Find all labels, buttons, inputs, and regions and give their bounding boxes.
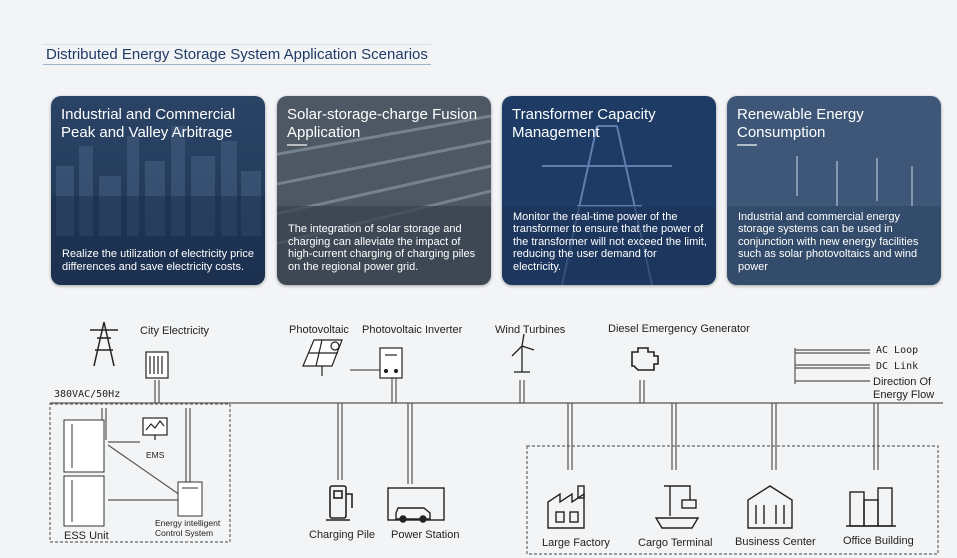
monitor-icon [142, 417, 168, 440]
transformer-tower-image [502, 96, 716, 285]
card-title: Solar-storage-charge Fusion Application [287, 106, 478, 141]
energy-control-label-2: Control System [155, 528, 214, 538]
ess-unit-label: ESS Unit [64, 530, 109, 542]
solar-panel-icon [302, 339, 343, 376]
business-center-label: Business Center [735, 536, 816, 548]
power-tower-icon [90, 321, 118, 367]
control-cabinet-icon [177, 481, 203, 517]
engine-icon [631, 347, 659, 371]
photovoltaic-label: Photovoltaic [289, 324, 349, 336]
factory-icon [547, 485, 585, 529]
car-garage-icon [387, 487, 445, 523]
pv-inverter-label: Photovoltaic Inverter [362, 324, 463, 336]
title-underline [737, 144, 757, 146]
wind-farm-image [727, 96, 941, 285]
solar-carport-image [277, 96, 491, 285]
crane-ship-icon [654, 485, 700, 529]
inverter-icon [379, 347, 403, 379]
scenario-card-solar-storage[interactable]: Solar-storage-charge Fusion Application … [277, 96, 491, 285]
ems-label: EMS [146, 450, 165, 460]
scenario-card-transformer[interactable]: Transformer Capacity Management Monitor … [502, 96, 716, 285]
voltage-label: 380VAC/50Hz [54, 389, 121, 400]
card-description: Monitor the real-time power of the trans… [513, 210, 707, 273]
card-description: Industrial and commercial energy storage… [738, 210, 919, 273]
charging-pile-label: Charging Pile [309, 529, 376, 541]
energy-control-label-1: Energy intelligent [155, 518, 221, 528]
wind-turbine-icon [511, 333, 535, 373]
diesel-generator-label: Diesel Emergency Generator [608, 323, 750, 335]
power-station-label: Power Station [391, 529, 460, 541]
legend-ac-loop: AC Loop [876, 345, 919, 356]
battery-cabinet-icon [63, 419, 105, 527]
page-title: Distributed Energy Storage System Applic… [43, 44, 431, 65]
card-description: Realize the utilization of electricity p… [62, 248, 254, 273]
business-building-icon [747, 485, 793, 529]
card-description: The integration of solar storage and cha… [288, 223, 476, 273]
city-electricity-label: City Electricity [140, 325, 210, 337]
legend-direction-1: Direction Of [873, 376, 932, 388]
scenario-card-peak-valley[interactable]: Industrial and Commercial Peak and Valle… [51, 96, 265, 285]
transformer-icon [145, 351, 169, 379]
cargo-terminal-label: Cargo Terminal [638, 537, 713, 549]
scenario-card-renewable[interactable]: Renewable Energy Consumption Industrial … [727, 96, 941, 285]
card-title: Transformer Capacity Management [512, 106, 656, 141]
office-building-icon [846, 487, 896, 527]
title-underline [287, 144, 307, 146]
charging-pile-icon [326, 485, 353, 521]
city-skyline-image [51, 96, 265, 285]
card-title: Industrial and Commercial Peak and Valle… [61, 106, 236, 141]
card-title: Renewable Energy Consumption [737, 106, 864, 141]
legend-dc-link: DC Link [876, 361, 919, 372]
legend-direction-2: Energy Flow [873, 389, 935, 401]
large-factory-label: Large Factory [542, 537, 610, 549]
office-building-label: Office Building [843, 535, 914, 547]
wind-turbines-label: Wind Turbines [495, 324, 566, 336]
